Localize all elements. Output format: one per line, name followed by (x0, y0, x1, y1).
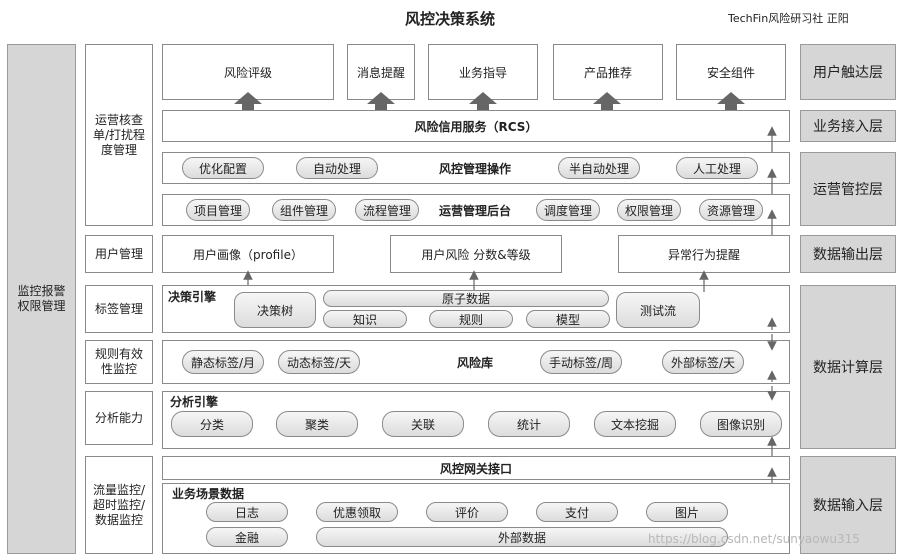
pill-semi-auto-process: 半自动处理 (558, 157, 640, 179)
side-label-tag-mgmt: 标签管理 (85, 285, 153, 333)
touch-risk-rating: 风险评级 (162, 44, 334, 100)
layer-input: 数据输入层 (800, 456, 896, 554)
risk-library-title: 风险库 (456, 355, 493, 370)
side-label-ops-check: 运营核查 单/打扰程 度管理 (85, 44, 153, 226)
ops-backend-panel (162, 194, 790, 226)
ops-backend-title: 运营管理后台 (438, 203, 511, 218)
pill-classification: 分类 (171, 411, 253, 437)
pill-schedule-mgmt: 调度管理 (536, 199, 600, 221)
pill-text-mining: 文本挖掘 (594, 411, 676, 437)
touch-up-arrows (234, 92, 745, 110)
pill-external-tag: 外部标签/天 (662, 350, 744, 374)
side-label-user-mgmt: 用户管理 (85, 235, 153, 273)
scene-data-title: 业务场景数据 (172, 487, 245, 501)
pill-optimize-config: 优化配置 (182, 157, 264, 179)
output-anomaly-alert: 异常行为提醒 (618, 235, 790, 273)
layer-touch: 用户触达层 (800, 44, 896, 100)
side-label-traffic: 流量监控/ 超时监控/ 数据监控 (85, 456, 153, 554)
decision-engine-title: 决策引擎 (168, 290, 217, 304)
pill-process-mgmt: 流程管理 (355, 199, 419, 221)
pill-payment: 支付 (536, 502, 618, 522)
pill-image: 图片 (646, 502, 728, 522)
pill-atomic-data: 原子数据 (323, 290, 609, 307)
pill-rule: 规则 (429, 310, 513, 328)
pill-component-mgmt: 组件管理 (272, 199, 336, 221)
pill-statistics: 统计 (488, 411, 570, 437)
layer-access: 业务接入层 (800, 110, 896, 142)
pill-knowledge: 知识 (323, 310, 407, 328)
rcs-service-bar: 风险信用服务（RCS） (162, 110, 790, 142)
side-label-rule-monitor: 规则有效 性监控 (85, 340, 153, 384)
pill-association: 关联 (382, 411, 464, 437)
pill-coupon: 优惠领取 (316, 502, 398, 522)
pill-manual-process: 人工处理 (676, 157, 758, 179)
side-label-analysis: 分析能力 (85, 391, 153, 445)
layer-output: 数据输出层 (800, 235, 896, 273)
touch-message-reminder: 消息提醒 (347, 44, 415, 100)
pill-image-recognition: 图像识别 (700, 411, 782, 437)
pill-decision-tree: 决策树 (234, 292, 316, 328)
layer-compute: 数据计算层 (800, 285, 896, 449)
pill-log: 日志 (206, 502, 288, 522)
layer-ops: 运营管控层 (800, 152, 896, 226)
analysis-engine-title: 分析引擎 (170, 395, 219, 409)
pill-review: 评价 (426, 502, 508, 522)
monitor-permission-column: 监控报警 权限管理 (7, 44, 76, 554)
touch-business-guide: 业务指导 (428, 44, 538, 100)
analysis-engine-panel (162, 391, 790, 449)
pill-dynamic-tag: 动态标签/天 (278, 350, 360, 374)
pill-permission-mgmt: 权限管理 (617, 199, 681, 221)
pill-manual-tag: 手动标签/周 (540, 350, 622, 374)
pill-clustering: 聚类 (276, 411, 358, 437)
pill-static-tag: 静态标签/月 (182, 350, 264, 374)
pill-project-mgmt: 项目管理 (186, 199, 250, 221)
pill-test-flow: 测试流 (616, 292, 700, 328)
page-title: 风控决策系统 (404, 9, 495, 28)
pill-external-data: 外部数据 (316, 527, 728, 547)
risk-ops-title: 风控管理操作 (438, 161, 511, 176)
pill-finance: 金融 (206, 527, 288, 547)
pill-resource-mgmt: 资源管理 (699, 199, 763, 221)
author-credit: TechFin风险研习社 正阳 (728, 12, 849, 25)
watermark-text: https://blog.csdn.net/sunyaowu315 (648, 532, 860, 546)
touch-product-recommend: 产品推荐 (553, 44, 663, 100)
pill-model: 模型 (526, 310, 610, 328)
pill-auto-process: 自动处理 (296, 157, 378, 179)
gateway-interface-bar: 风控网关接口 (162, 456, 790, 480)
